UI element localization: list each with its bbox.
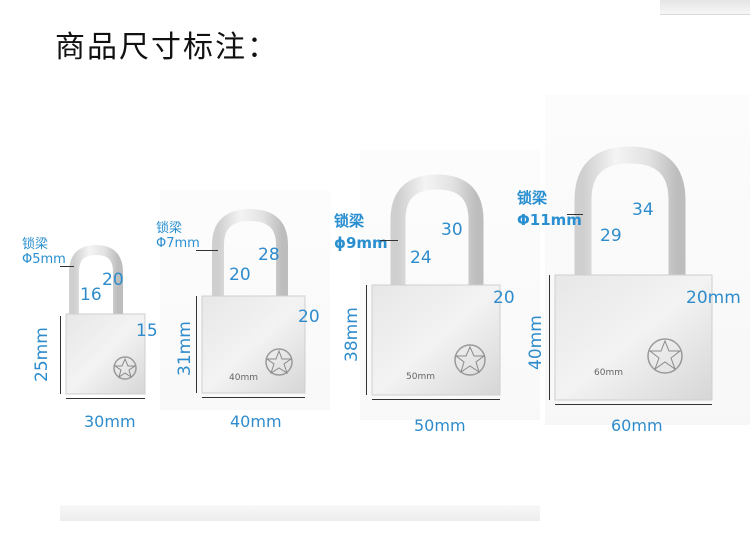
body-height-line <box>366 285 367 395</box>
width-line <box>202 397 305 398</box>
body-engraving: 60mm <box>594 368 623 378</box>
body-height: 38mm <box>342 307 362 362</box>
body-engraving: 40mm <box>229 373 258 383</box>
shackle-gap: 15 <box>136 321 158 341</box>
body-width: 60mm <box>611 416 663 435</box>
beam-diameter: Φ11mm <box>517 211 582 229</box>
shackle-gap: 20 <box>493 288 515 308</box>
beam-pointer-line <box>567 214 583 215</box>
body-height-line <box>60 316 61 394</box>
bottom-shadow <box>60 505 540 521</box>
body-height: 25mm <box>32 327 52 382</box>
beam-diameter: Φ7mm <box>156 236 200 251</box>
width-line <box>66 398 145 399</box>
beam-pointer-line <box>60 266 74 267</box>
shackle-gap: 20 <box>298 307 320 327</box>
beam-label: 锁梁 <box>156 221 183 236</box>
beam-label: 锁梁 <box>517 189 548 207</box>
shackle-inner-width: 16 <box>80 285 102 305</box>
body-height: 40mm <box>526 315 546 370</box>
body-height-line <box>549 275 550 400</box>
body-height: 31mm <box>175 321 195 376</box>
beam-pointer-line <box>196 250 218 251</box>
body-height-line <box>196 296 197 393</box>
shackle-inner-width: 24 <box>410 248 432 268</box>
body-width: 50mm <box>414 416 466 435</box>
beam-diameter: Φ5mm <box>22 252 66 267</box>
width-line <box>372 399 500 400</box>
body-width: 40mm <box>230 412 282 431</box>
shackle-height: 20 <box>102 270 124 290</box>
beam-pointer-line <box>380 240 398 241</box>
corner-decoration <box>660 0 750 15</box>
beam-label: 锁梁 <box>22 237 49 252</box>
shackle-inner-width: 29 <box>600 226 622 246</box>
shackle-inner-width: 20 <box>229 265 251 285</box>
body-width: 30mm <box>84 412 136 431</box>
shackle-height: 30 <box>441 220 463 240</box>
beam-label: 锁梁 <box>334 212 365 230</box>
shackle-height: 34 <box>632 200 654 220</box>
page-title: 商品尺寸标注： <box>55 30 279 65</box>
beam-diameter: ϕ9mm <box>334 234 388 252</box>
shackle-height: 28 <box>258 245 280 265</box>
shackle-gap: 20mm <box>686 288 741 308</box>
body-engraving: 50mm <box>406 372 435 382</box>
width-line <box>555 404 712 405</box>
